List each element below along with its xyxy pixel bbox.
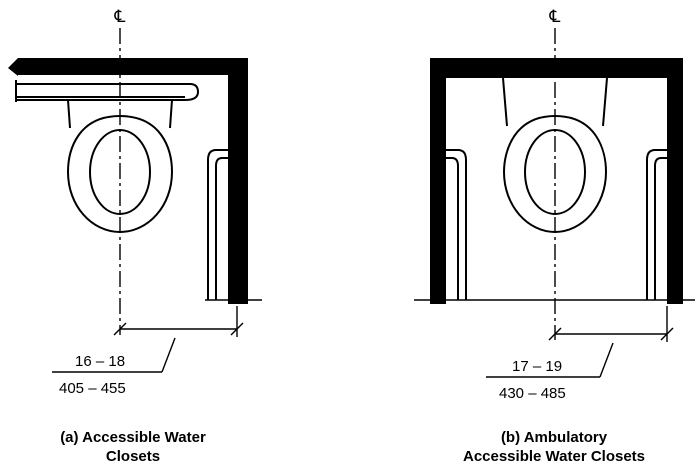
side-wall-a [228, 58, 248, 304]
left-wall-b [430, 58, 446, 304]
right-wall-b [667, 58, 683, 304]
left-grab-bar-b [446, 149, 467, 300]
centerline-symbol-b: ℄ [549, 7, 561, 26]
dimension-b [486, 306, 674, 378]
back-wall-b [430, 58, 683, 78]
caption-a-line2: Closets [106, 448, 160, 465]
centerline-symbol-a: ℄ [114, 7, 126, 26]
caption-a-line1: (a) Accessible Water [60, 429, 206, 446]
caption-b-line2: Accessible Water Closets [463, 448, 645, 465]
dimension-mm-b: 430 – 485 [499, 385, 566, 402]
dimension-in-a: 16 – 18 [75, 353, 125, 370]
caption-b-line1: (b) Ambulatory [501, 429, 608, 446]
right-grab-bar-b [646, 149, 667, 300]
toilet-b [502, 77, 608, 234]
back-wall-a [18, 58, 248, 75]
diagram-a: ℄ 16 – 18 405 – 455 (a) Accessible Water… [8, 7, 262, 465]
dimension-mm-a: 405 – 455 [59, 380, 126, 397]
wall-end-mark-a [8, 58, 18, 76]
rear-grab-bar-a [15, 80, 200, 102]
dimension-a [52, 306, 244, 373]
diagram-b: ℄ 17 – 19 430 – 485 (b) Ambulatory Acces… [414, 7, 695, 465]
dimension-in-b: 17 – 19 [512, 358, 562, 375]
side-grab-bar-a [207, 149, 228, 300]
